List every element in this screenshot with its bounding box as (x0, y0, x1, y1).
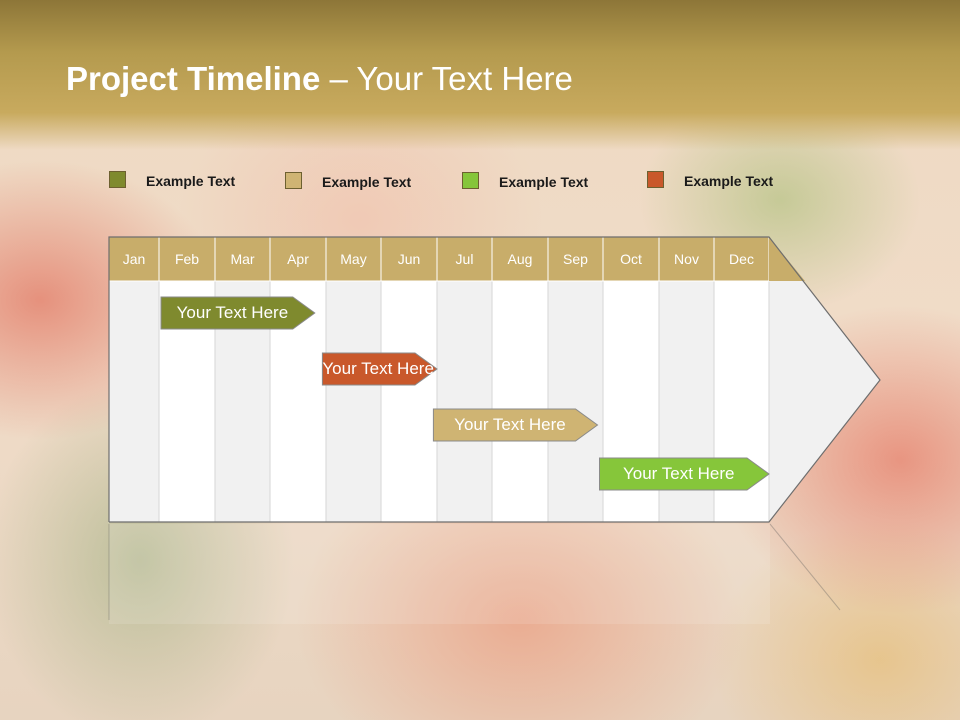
month-label-apr: Apr (287, 251, 309, 267)
month-label-aug: Aug (507, 251, 533, 267)
month-header-may (325, 236, 382, 282)
legend-label-2: Example Text (322, 174, 412, 190)
title-bold: Project Timeline (66, 60, 321, 97)
task-bar-3 (432, 408, 599, 442)
task-bar-2 (321, 352, 438, 386)
month-label-oct: Oct (620, 251, 642, 267)
slide-title: Project Timeline – Your Text Here (66, 60, 573, 98)
month-label-nov: Nov (674, 251, 699, 267)
month-header-jul (436, 236, 493, 282)
month-label-dec: Dec (729, 251, 754, 267)
timeline-arrow-tip (769, 237, 880, 522)
month-label-jul: Jul (455, 251, 474, 267)
legend-label-1: Example Text (146, 173, 236, 189)
month-column-jul (436, 280, 493, 523)
legend-swatch-3 (462, 172, 479, 189)
title-rest: – Your Text Here (320, 60, 573, 97)
task-bar-4 (599, 457, 770, 491)
month-header-dec (713, 236, 770, 282)
task-bar-label-1: Your Text Here (176, 303, 289, 322)
reflection-edge-diagonal (769, 523, 841, 611)
legend-swatch-4 (647, 171, 664, 188)
month-header-aug (491, 236, 549, 282)
task-bar-label-2: Your Text Here (322, 359, 434, 378)
legend-label-3: Example Text (499, 174, 589, 190)
legend-swatch-2 (285, 172, 302, 189)
month-label-sep: Sep (563, 251, 588, 267)
month-column-may (325, 280, 382, 523)
task-bar-label-3: Your Text Here (454, 415, 566, 434)
month-label-may: May (340, 251, 367, 267)
title-banner (0, 0, 960, 150)
month-header-oct (602, 236, 660, 282)
legend-swatch-1 (109, 171, 126, 188)
month-column-sep (547, 280, 604, 523)
month-label-feb: Feb (174, 251, 200, 267)
month-column-jun (380, 280, 438, 523)
month-label-mar: Mar (230, 251, 255, 267)
timeline-outline (108, 236, 881, 523)
month-header-mar (214, 236, 271, 282)
month-column-aug (491, 280, 549, 523)
task-bar-1 (160, 296, 316, 330)
month-column-jan (108, 280, 160, 523)
legend-label-4: Example Text (684, 173, 774, 189)
month-label-jan: Jan (122, 251, 146, 267)
month-label-jun: Jun (397, 251, 421, 267)
task-bar-label-4: Your Text Here (622, 464, 735, 483)
chart-reflection (109, 524, 770, 624)
month-header-apr (269, 236, 327, 282)
